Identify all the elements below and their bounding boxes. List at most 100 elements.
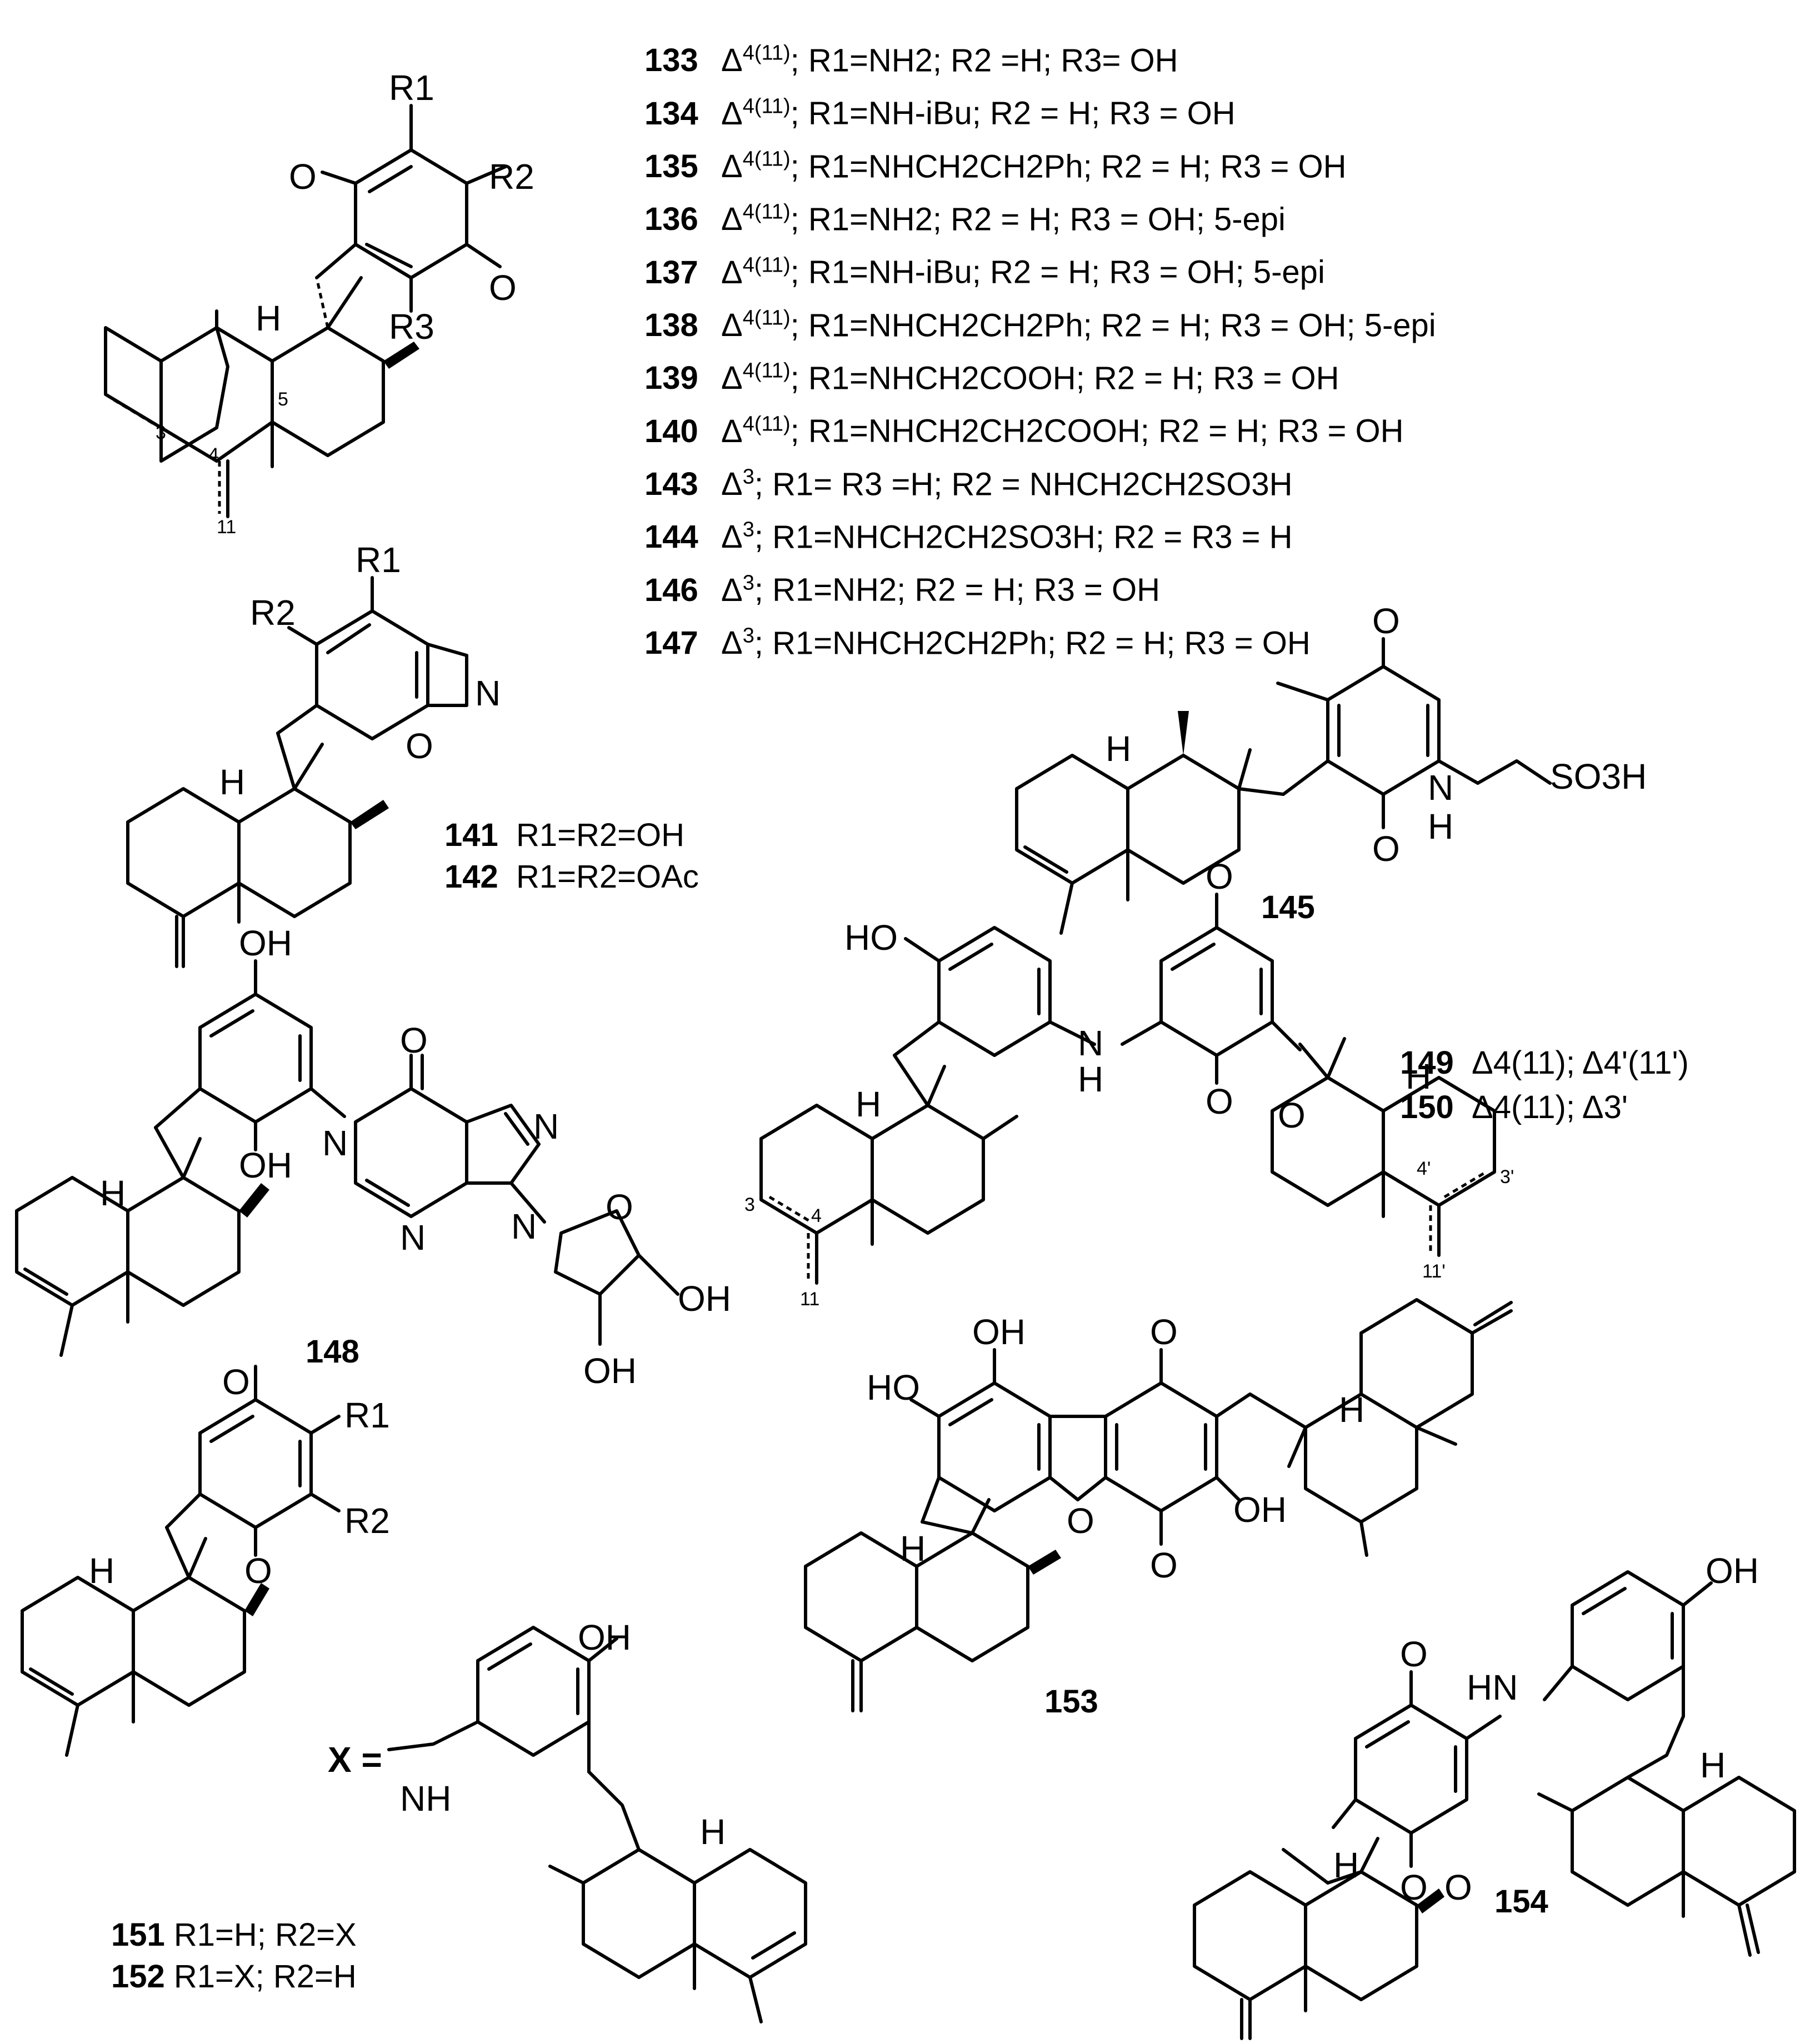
h-label: H: [256, 298, 281, 338]
n-145: N: [1428, 768, 1453, 808]
structure-154: O O HN OH O H H: [1193, 1551, 1796, 2040]
o-ether-151: O: [244, 1551, 272, 1591]
oxazole-n: N: [475, 673, 501, 713]
o-ether-154: O: [1444, 1867, 1472, 1907]
o-top-145: O: [1372, 601, 1400, 641]
compound-substituents: ; R1=NH-iBu; R2 = H; R3 = OH; 5-epi: [790, 254, 1325, 290]
o-top-153: O: [1150, 1312, 1178, 1352]
structure-148: OH OH O N N N N O OH OH H: [15, 923, 731, 1391]
r1-label: R1: [389, 68, 434, 108]
locant-11-149: 11: [800, 1289, 819, 1310]
label-149: 149 Δ4(11); Δ4'(11'): [1400, 1044, 1689, 1081]
compound-delta: Δ3: [721, 571, 754, 608]
h-n-149: H: [1078, 1059, 1103, 1099]
o-top-149: O: [1206, 856, 1233, 896]
compound-delta: Δ4(11): [721, 253, 791, 290]
ho-153: HO: [867, 1367, 920, 1407]
h-right-149: H: [1406, 1056, 1431, 1096]
compound-id-153: 153: [1044, 1684, 1098, 1720]
compound-id: 135: [644, 148, 698, 184]
locant-3-149: 3: [744, 1194, 755, 1215]
compound-delta: Δ4(11): [721, 412, 791, 449]
locant-11: 11: [217, 517, 236, 538]
compound-id: 146: [644, 572, 698, 608]
label-152: 152 R1=X; R2=H: [111, 1958, 357, 1995]
compound-legend-row: 146 Δ3; R1=NH2; R2 = H; R3 = OH: [644, 560, 1436, 613]
locant-3: 3: [156, 422, 166, 443]
x-definition: X =: [328, 1740, 382, 1780]
desc-151: R1=H; R2=X: [173, 1917, 357, 1953]
label-153: 153: [1044, 1683, 1098, 1720]
oh-ch2-148: OH: [678, 1279, 731, 1319]
compound-id: 144: [644, 519, 698, 555]
label-154: 154: [1494, 1883, 1548, 1920]
oh-top-148: OH: [239, 923, 292, 963]
structure-149-150: HO N H O O O H H 3 4 11 3' 4' 11': [744, 856, 1514, 1310]
structure-153: OH HO O O O OH H H: [804, 1298, 1513, 1712]
o-bottom-149: O: [1206, 1081, 1233, 1121]
compound-id: 147: [644, 624, 698, 661]
quinone-oxygen-1: O: [289, 157, 317, 197]
oxazole-o: O: [406, 726, 433, 766]
n9-148: N: [511, 1206, 537, 1246]
desc-150: Δ4(11); Δ3': [1472, 1089, 1628, 1125]
oh-x: OH: [578, 1617, 631, 1657]
r2-label: R2: [489, 157, 534, 197]
h-left-154: H: [1333, 1845, 1359, 1885]
compound-substituents: ; R1=NH-iBu; R2 = H; R3 = OH: [790, 95, 1236, 132]
compound-delta: Δ4(11): [721, 147, 791, 184]
compound-substituents: ; R1=NH2; R2 = H; R3 = OH: [754, 572, 1160, 608]
compound-id-151: 151: [111, 1917, 165, 1953]
desc-152: R1=X; R2=H: [173, 1958, 357, 1995]
desc-142: R1=R2=OAc: [516, 859, 699, 895]
o-bottom-145: O: [1372, 829, 1400, 869]
compound-delta: Δ4(11): [721, 200, 791, 238]
compound-delta: Δ4(11): [721, 94, 791, 132]
compound-id: 138: [644, 307, 698, 343]
compound-substituents: ; R1=NHCH2CH2Ph; R2 = H; R3 = OH: [790, 148, 1347, 184]
structure-145: O O N H SO3H H: [1015, 601, 1647, 935]
o-ring-148: O: [606, 1187, 633, 1227]
compound-delta: Δ3: [721, 465, 754, 502]
compound-id: 139: [644, 360, 698, 397]
locant-4p-149: 4': [1417, 1158, 1431, 1179]
locant-4: 4: [208, 444, 219, 465]
compound-id-150: 150: [1400, 1089, 1454, 1125]
structure-141-142: N O R1 R2 H: [126, 540, 501, 968]
h-left-153: H: [900, 1529, 926, 1569]
n3-148: N: [400, 1218, 426, 1258]
label-142: 142 R1=R2=OAc: [444, 858, 699, 895]
oh-top-153: OH: [972, 1312, 1026, 1352]
h-left-149: H: [856, 1084, 881, 1124]
compound-id: 140: [644, 413, 698, 449]
o-ether-149: O: [1278, 1095, 1306, 1135]
compound-id-145: 145: [1261, 889, 1315, 925]
compound-id-142: 142: [444, 859, 498, 895]
compound-substituents: ; R1= R3 =H; R2 = NHCH2CH2SO3H: [754, 465, 1293, 502]
locant-11p-149: 11': [1422, 1261, 1446, 1282]
h-right-153: H: [1339, 1390, 1364, 1430]
compound-substituents: ; R1=NH2; R2 =H; R3= OH: [790, 42, 1178, 79]
n1-148: N: [322, 1123, 348, 1163]
h-label-141: H: [219, 762, 245, 802]
r1-label-151: R1: [344, 1395, 390, 1435]
r2-label-141: R2: [250, 593, 296, 633]
compound-legend-row: 135 Δ4(11); R1=NHCH2CH2Ph; R2 = H; R3 = O…: [644, 137, 1436, 189]
compound-id-148: 148: [306, 1334, 359, 1370]
structure-151-152: O R1 R2 O H X = NH OH H: [21, 1362, 807, 2023]
compound-id: 134: [644, 95, 698, 132]
compound-delta: Δ3: [721, 624, 754, 661]
o-furan-153: O: [1067, 1501, 1094, 1541]
compound-substituents: ; R1=NHCH2CH2SO3H; R2 = R3 = H: [754, 519, 1293, 555]
compound-id: 136: [644, 201, 698, 238]
h-right-154: H: [1700, 1745, 1726, 1785]
o-top-151: O: [222, 1362, 250, 1402]
n-149: N: [1078, 1023, 1103, 1063]
quinone-oxygen-2: O: [489, 268, 517, 308]
hn-154: HN: [1467, 1667, 1518, 1707]
